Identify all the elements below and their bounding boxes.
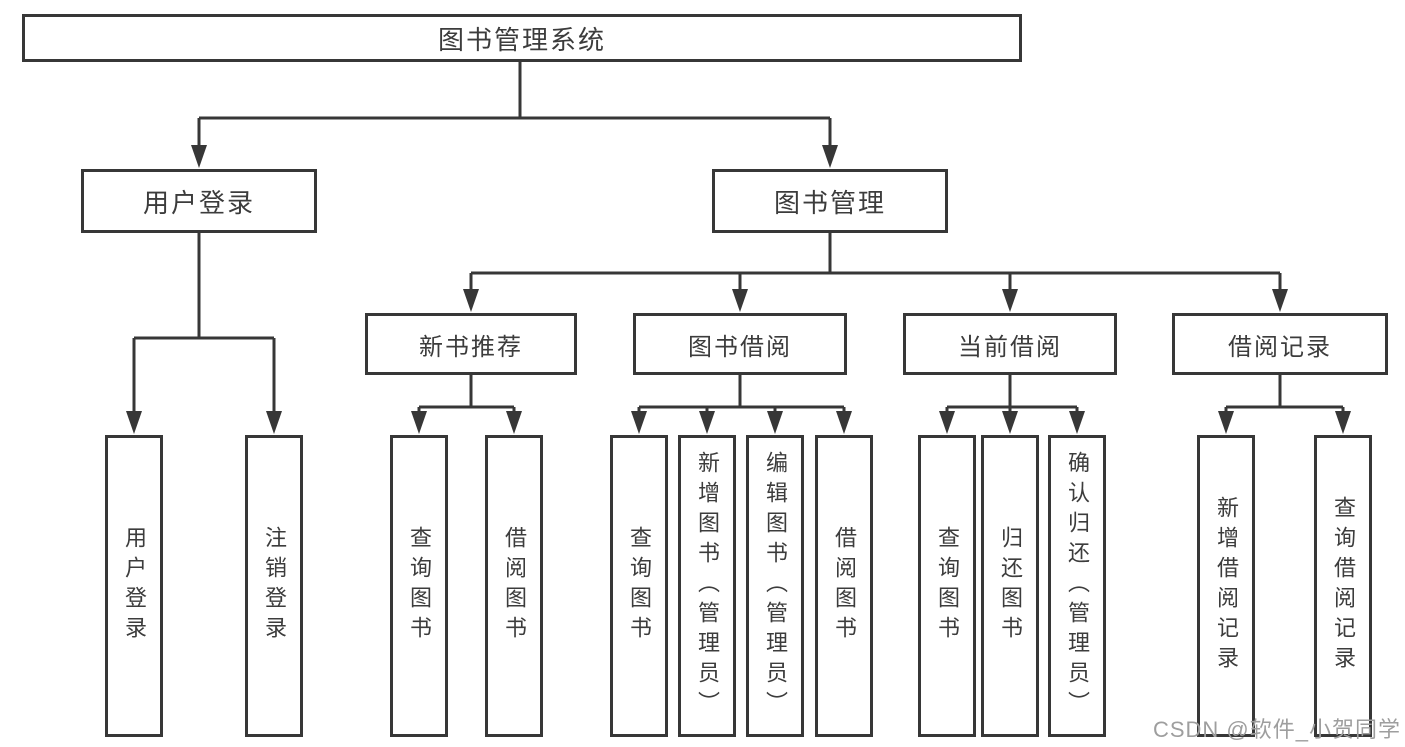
arrow-down-icon (732, 289, 748, 312)
leaf-borrow-books: 借阅图书 (815, 435, 873, 737)
leaf-label: 新增借阅记录 (1214, 496, 1239, 676)
node-label: 图书借阅 (688, 333, 792, 361)
leaf-label: 用户登录 (122, 526, 147, 646)
node-book-management: 图书管理 (712, 169, 948, 233)
leaf-label: 借阅图书 (832, 526, 857, 646)
leaf-add-book-admin: 新增图书（管理员） (678, 435, 736, 737)
node-current-borrowing: 当前借阅 (903, 313, 1117, 375)
leaf-edit-book-admin: 编辑图书（管理员） (746, 435, 804, 737)
node-new-book-recommendation: 新书推荐 (365, 313, 577, 375)
node-borrowing-records: 借阅记录 (1172, 313, 1388, 375)
leaf-label: 确认归还（管理员） (1065, 451, 1090, 721)
arrow-down-icon (1272, 289, 1288, 312)
arrow-down-icon (506, 411, 522, 434)
arrow-down-icon (1335, 411, 1351, 434)
arrow-down-icon (699, 411, 715, 434)
leaf-query-borrow-record: 查询借阅记录 (1314, 435, 1372, 737)
arrow-down-icon (1069, 411, 1085, 434)
leaf-label: 新增图书（管理员） (695, 451, 720, 721)
leaf-label: 查询借阅记录 (1331, 496, 1356, 676)
arrow-down-icon (1218, 411, 1234, 434)
arrow-down-icon (822, 145, 838, 168)
node-book-borrowing: 图书借阅 (633, 313, 847, 375)
leaf-add-borrow-record: 新增借阅记录 (1197, 435, 1255, 737)
arrow-down-icon (266, 411, 282, 434)
leaf-label: 注销登录 (262, 526, 287, 646)
leaf-label: 编辑图书（管理员） (763, 451, 788, 721)
arrow-down-icon (939, 411, 955, 434)
arrow-down-icon (411, 411, 427, 434)
leaf-logout: 注销登录 (245, 435, 303, 737)
leaf-label: 借阅图书 (502, 526, 527, 646)
watermark: CSDN @软件_小贺同学 (1152, 717, 1401, 742)
leaf-label: 归还图书 (998, 526, 1023, 646)
leaf-confirm-return-admin: 确认归还（管理员） (1048, 435, 1106, 737)
arrow-down-icon (631, 411, 647, 434)
arrowheads (126, 145, 1351, 434)
leaf-return-book: 归还图书 (981, 435, 1039, 737)
leaf-borrow-books-recommend: 借阅图书 (485, 435, 543, 737)
arrow-down-icon (1002, 411, 1018, 434)
arrow-down-icon (463, 289, 479, 312)
arrow-down-icon (1002, 289, 1018, 312)
leaf-label: 查询图书 (407, 526, 432, 646)
arrow-down-icon (767, 411, 783, 434)
arrow-down-icon (126, 411, 142, 434)
leaf-label: 查询图书 (935, 526, 960, 646)
arrow-down-icon (836, 411, 852, 434)
leaf-query-books-recommend: 查询图书 (390, 435, 448, 737)
node-label: 借阅记录 (1228, 333, 1332, 361)
leaf-query-books-current: 查询图书 (918, 435, 976, 737)
arrow-down-icon (191, 145, 207, 168)
leaf-query-books-borrowing: 查询图书 (610, 435, 668, 737)
node-user-login: 用户登录 (81, 169, 317, 233)
leaf-label: 查询图书 (627, 526, 652, 646)
node-label: 新书推荐 (419, 333, 523, 361)
node-label: 用户登录 (142, 187, 255, 218)
node-library-management-system: 图书管理系统 (22, 14, 1022, 62)
node-label: 当前借阅 (958, 333, 1062, 361)
node-label: 图书管理系统 (437, 24, 606, 55)
leaf-user-login: 用户登录 (105, 435, 163, 737)
node-label: 图书管理 (773, 187, 886, 218)
